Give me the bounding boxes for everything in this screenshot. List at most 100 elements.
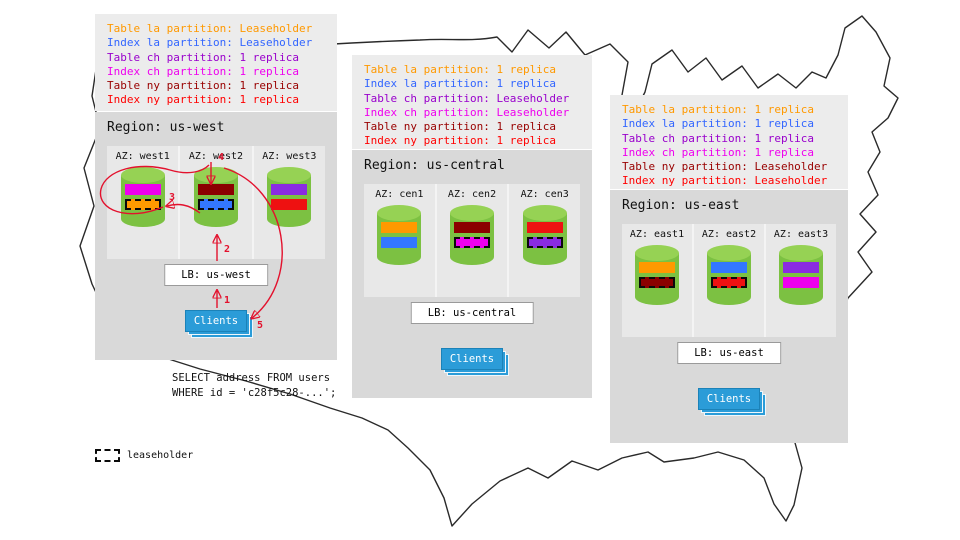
az-container: AZ: cen1 AZ: cen2	[364, 184, 580, 297]
az-label: AZ: cen1	[375, 189, 424, 200]
database-cylinder-icon	[450, 205, 494, 265]
partition-label: Index ch partition: Leaseholder	[364, 105, 570, 119]
partition-replica-bar	[381, 237, 418, 248]
sql-query-line1: SELECT address FROM users	[172, 372, 331, 384]
partition-replica-bar	[711, 277, 747, 288]
partition-label: Table la partition: 1 replica	[622, 103, 815, 116]
clients-box-us-east: Clients	[698, 388, 766, 416]
partition-label: Index ny partition: 1 replica	[107, 93, 300, 107]
az-west3: AZ: west3	[254, 146, 325, 259]
db-node-cylinder	[522, 204, 568, 266]
az-cen1: AZ: cen1	[364, 184, 437, 297]
db-node-cylinder	[376, 204, 422, 266]
region-us-east: Region: us-east AZ: east1 AZ: east2	[610, 190, 848, 443]
az-label: AZ: west3	[262, 151, 317, 162]
partition-legend-us-central: Table la partition: 1 replica Index la p…	[352, 55, 592, 149]
leaseholder-legend-label: leaseholder	[127, 450, 194, 461]
region-us-central: Region: us-central AZ: cen1 AZ: cen2	[352, 150, 592, 398]
sql-query-line2: WHERE id = 'c28f5c28-...';	[172, 387, 337, 399]
database-cylinder-icon	[267, 167, 312, 227]
clients-label: Clients	[441, 348, 503, 370]
partition-replica-bar	[271, 184, 308, 195]
partition-label: Table ch partition: 1 replica	[622, 131, 815, 145]
partition-replica-bar	[639, 262, 675, 273]
partition-label: Index la partition: 1 replica	[364, 77, 557, 91]
db-node-cylinder	[449, 204, 495, 266]
database-cylinder-icon	[120, 167, 165, 227]
database-cylinder-icon	[707, 245, 751, 305]
partition-replica-bar	[526, 237, 563, 248]
az-west1: AZ: west1	[107, 146, 181, 259]
partition-label: Table ch partition: Leaseholder	[364, 91, 570, 105]
az-container: AZ: west1 AZ: west2	[107, 146, 325, 259]
partition-replica-bar	[783, 262, 819, 273]
az-label: AZ: cen3	[520, 189, 569, 200]
partition-label: Table la partition: Leaseholder	[107, 22, 313, 35]
partition-replica-bar	[711, 262, 747, 273]
az-east1: AZ: east1	[622, 224, 694, 337]
region-title: Region: us-east	[622, 198, 740, 213]
az-label: AZ: west1	[115, 151, 170, 162]
region-title: Region: us-west	[107, 120, 225, 135]
lb-label: LB: us-central	[427, 307, 517, 319]
clients-box-us-central: Clients	[441, 348, 509, 376]
az-label: AZ: cen2	[447, 189, 497, 200]
clients-label: Clients	[698, 388, 760, 410]
region-us-west: Region: us-west AZ: west1 AZ: west2	[95, 112, 337, 360]
db-node-cylinder	[634, 244, 680, 306]
db-node-cylinder	[120, 166, 166, 228]
database-cylinder-icon	[779, 245, 823, 305]
database-cylinder-icon	[377, 205, 422, 265]
database-cylinder-icon	[193, 167, 238, 227]
az-label: AZ: east2	[701, 229, 757, 240]
region-title: Region: us-central	[364, 158, 505, 173]
partition-replica-bar	[271, 199, 308, 210]
partition-replica-bar	[454, 222, 490, 233]
az-cen2: AZ: cen2	[437, 184, 510, 297]
partition-replica-bar	[639, 277, 675, 288]
partition-replica-bar	[454, 237, 490, 248]
partition-label: Index ny partition: 1 replica	[364, 134, 557, 148]
db-node-cylinder	[193, 166, 239, 228]
partition-label: Table ny partition: 1 replica	[107, 79, 300, 93]
az-cen3: AZ: cen3	[509, 184, 580, 297]
partition-legend-us-east: Table la partition: 1 replica Index la p…	[610, 95, 848, 189]
az-west2: AZ: west2	[180, 146, 254, 259]
az-label: AZ: west2	[188, 151, 244, 162]
sql-query: SELECT address FROM users WHERE id = 'c2…	[172, 371, 336, 401]
partition-label: Index la partition: 1 replica	[622, 117, 815, 131]
clients-box-us-west: Clients	[185, 310, 253, 338]
lb-label: LB: us-west	[181, 269, 251, 281]
az-east3: AZ: east3	[766, 224, 836, 337]
az-east2: AZ: east2	[694, 224, 766, 337]
partition-replica-bar	[526, 222, 563, 233]
az-label: AZ: east1	[629, 229, 685, 240]
partition-label: Table ny partition: 1 replica	[364, 120, 557, 134]
partition-replica-bar	[124, 199, 161, 210]
load-balancer-us-west: LB: us-west	[164, 264, 268, 286]
partition-replica-bar	[197, 199, 234, 210]
partition-replica-bar	[783, 277, 819, 288]
partition-replica-bar	[124, 184, 161, 195]
az-container: AZ: east1 AZ: east2	[622, 224, 836, 337]
partition-label: Index ny partition: Leaseholder	[622, 174, 828, 188]
db-node-cylinder	[266, 166, 312, 228]
partition-label: Table ny partition: Leaseholder	[622, 160, 828, 174]
leaseholder-legend: leaseholder	[95, 449, 193, 462]
load-balancer-us-central: LB: us-central	[410, 302, 534, 324]
leaseholder-swatch-icon	[95, 449, 120, 462]
clients-label: Clients	[185, 310, 247, 332]
database-cylinder-icon	[522, 205, 567, 265]
partition-replica-bar	[197, 184, 234, 195]
database-cylinder-icon	[635, 245, 679, 305]
load-balancer-us-east: LB: us-east	[677, 342, 781, 364]
partition-legend-us-west: Table la partition: Leaseholder Index la…	[95, 14, 337, 111]
partition-label: Table ch partition: 1 replica	[107, 50, 300, 64]
db-node-cylinder	[778, 244, 824, 306]
partition-label: Index la partition: Leaseholder	[107, 36, 313, 50]
partition-label: Index ch partition: 1 replica	[107, 64, 300, 78]
partition-label: Table la partition: 1 replica	[364, 63, 557, 76]
partition-label: Index ch partition: 1 replica	[622, 145, 815, 159]
az-label: AZ: east3	[773, 229, 829, 240]
